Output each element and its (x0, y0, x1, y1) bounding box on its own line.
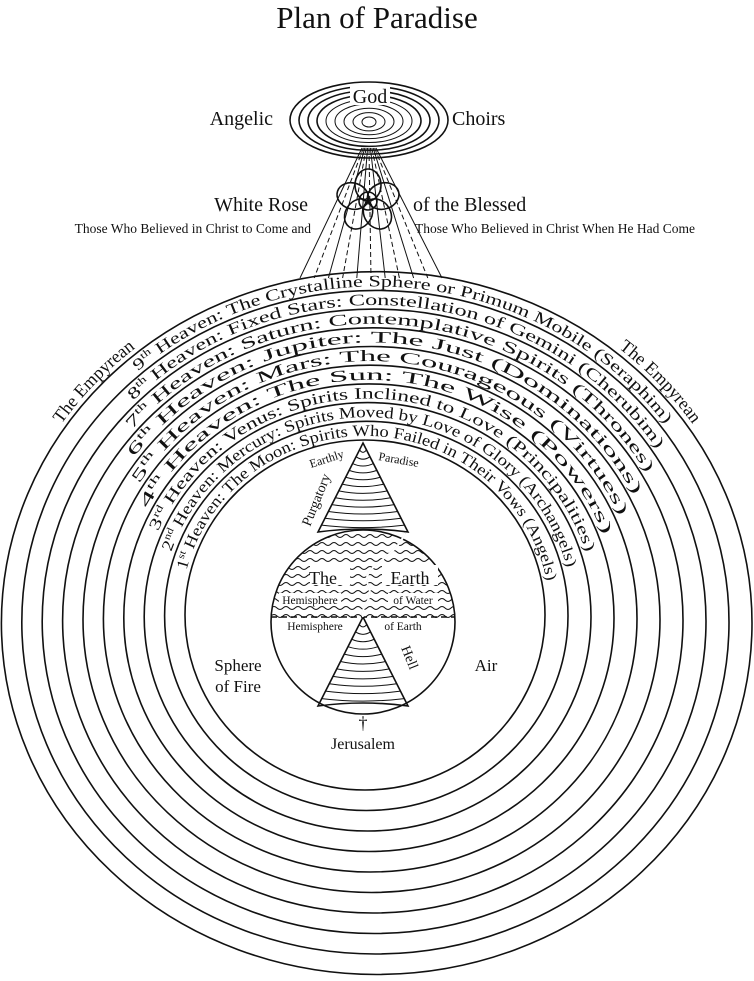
purgatory-label: Purgatory (300, 472, 334, 529)
heaven-ring (122, 383, 615, 853)
heaven-ring (0, 270, 753, 976)
cross-icon: † (359, 713, 368, 733)
heaven-ordinal: 4 (136, 487, 159, 511)
ray-line (372, 147, 415, 279)
of-earth-label: of Earth (384, 621, 422, 633)
heaven-ordinal: 6 (124, 436, 148, 460)
heaven-ring (184, 439, 546, 791)
earthly-label: Earthly (308, 447, 346, 471)
earth-globe (270, 441, 456, 715)
heaven-ordinal: 1 (174, 558, 193, 572)
heaven-ring (61, 327, 684, 914)
ray-line (375, 147, 443, 279)
empyrean-label-left: The Empyrean (49, 335, 138, 426)
ray-line (299, 147, 363, 279)
of-the-blessed-label: of the Blessed (413, 194, 526, 216)
choir-ellipse (352, 112, 386, 132)
earth-label: Earth (391, 568, 430, 588)
heaven-ring (41, 308, 707, 935)
choir-ellipse (343, 107, 395, 136)
choir-ellipse (361, 116, 377, 128)
heaven-ring (102, 364, 638, 873)
white-rose-icon (336, 168, 400, 230)
hell-label: Hell (397, 644, 420, 672)
jerusalem-label: Jerusalem (331, 736, 396, 753)
angelic-label: Angelic (210, 108, 273, 130)
heaven-ring (143, 401, 592, 832)
choirs-label: Choirs (452, 108, 506, 130)
heaven-rings (0, 270, 753, 976)
ray-line (371, 147, 400, 279)
ray-line (313, 147, 364, 279)
ray-line (327, 147, 366, 279)
sphere-of-fire-label-1: Sphere (214, 656, 261, 675)
sphere-of-fire-label-2: of Fire (215, 677, 261, 696)
ray-line (342, 147, 367, 279)
choir-ellipse (334, 103, 404, 140)
heaven-ordinal-suffix: rd (151, 503, 167, 519)
hell-cone (316, 615, 410, 707)
paradise-label: Paradise (377, 449, 419, 470)
heaven-ordinal: 2 (159, 538, 178, 553)
purgatory-mountain (316, 441, 410, 533)
heaven-ordinal-suffix: st (176, 549, 189, 560)
hemisphere-earth-label: Hemisphere (287, 621, 343, 633)
diagram-title: Plan of Paradise (276, 0, 477, 35)
heaven-ring (82, 345, 661, 894)
air-label: Air (475, 656, 498, 675)
heaven-ordinal-suffix: th (138, 346, 153, 361)
ray-line (368, 147, 372, 279)
hemisphere-water-label: Hemisphere (282, 595, 338, 607)
white-rose-label: White Rose (214, 194, 308, 216)
believed-had-come-label: Those Who Believed in Christ When He Had… (415, 221, 695, 236)
heaven-ring (20, 289, 730, 955)
heaven-ordinal: 5 (128, 463, 151, 486)
believed-to-come-label: Those Who Believed in Christ to Come and (75, 221, 312, 236)
heaven-ring (163, 420, 569, 812)
the-label: The (309, 568, 337, 588)
god-label: God (353, 86, 387, 108)
of-water-label: of Water (393, 595, 433, 607)
